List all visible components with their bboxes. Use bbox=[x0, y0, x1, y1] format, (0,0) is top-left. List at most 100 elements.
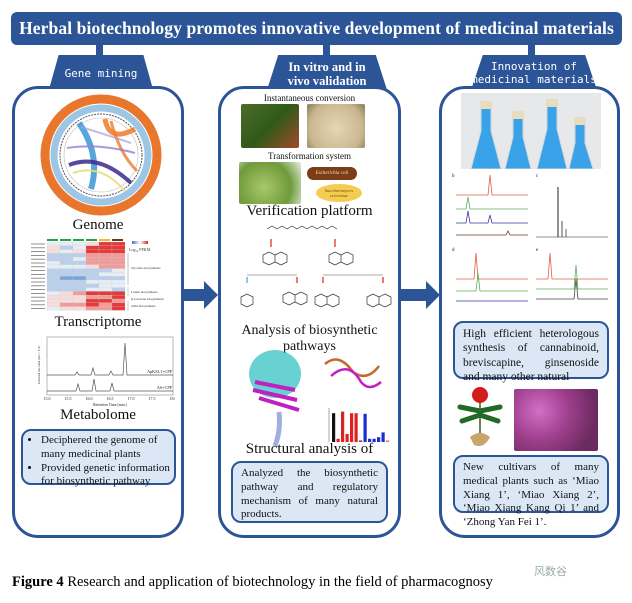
heatmap-cell bbox=[72, 257, 87, 262]
heatmap-cell bbox=[59, 268, 74, 273]
heatmap-cell bbox=[59, 257, 74, 262]
activity-bar bbox=[341, 411, 345, 442]
heatmap-cell bbox=[111, 279, 126, 284]
tab-label: Innovation of bbox=[490, 60, 578, 74]
heatmap-group-label: β-Carotene biosynthesis bbox=[131, 297, 164, 301]
trace-label: ApKSL1+CPP bbox=[147, 369, 173, 374]
heatmap-cell bbox=[72, 249, 87, 254]
biosynthetic-pathway-diagram bbox=[240, 225, 392, 308]
heatmap-cell bbox=[85, 253, 100, 258]
heatmap-cell bbox=[72, 260, 87, 265]
panel-innovation: b c d e High efficient heterologous synt… bbox=[439, 86, 620, 538]
heatmap-cell bbox=[98, 253, 113, 258]
heatmap-cell bbox=[59, 253, 74, 258]
synteny-link bbox=[72, 169, 126, 192]
x-ticks: 15.015.516.016.517.017.518.0 bbox=[44, 396, 176, 401]
heatmap-cell bbox=[59, 295, 74, 300]
activity-bar bbox=[345, 434, 349, 442]
heatmap-group-header bbox=[99, 239, 110, 241]
heatmap-cell bbox=[59, 287, 74, 292]
heatmap-cell bbox=[98, 302, 113, 307]
heatmap-cell bbox=[98, 276, 113, 281]
trace-green bbox=[456, 272, 528, 292]
x-tick-label: 18.0 bbox=[170, 396, 176, 401]
heatmap-cell bbox=[46, 264, 61, 269]
activity-bar bbox=[363, 413, 367, 442]
product-structure bbox=[366, 293, 392, 308]
activity-bar bbox=[377, 437, 381, 442]
heatmap-cell bbox=[72, 283, 87, 288]
heatmap-cell bbox=[85, 241, 100, 246]
trace-green bbox=[456, 196, 528, 210]
heatmap-cell bbox=[46, 272, 61, 277]
heatmap-cell bbox=[111, 295, 126, 300]
heatmap-cell bbox=[85, 287, 100, 292]
activity-bar bbox=[336, 438, 340, 442]
heatmap-cell bbox=[111, 264, 126, 269]
heatmap-cell bbox=[98, 264, 113, 269]
heatmap-cell bbox=[72, 298, 87, 303]
synteny-link bbox=[80, 126, 132, 144]
trace-blue bbox=[456, 210, 528, 224]
bullet-item: Provided genetic information for biosynt… bbox=[41, 462, 170, 490]
plant-leaf-photo bbox=[241, 104, 299, 148]
activity-bar bbox=[372, 438, 376, 442]
heatmap-cell bbox=[85, 268, 100, 273]
heatmap-cells bbox=[31, 239, 126, 311]
heatmap-cell bbox=[72, 268, 87, 273]
chart-frame bbox=[46, 336, 174, 396]
heatmap-cell bbox=[59, 260, 74, 265]
caption-text: Research and application of biotechnolog… bbox=[63, 574, 493, 590]
activity-bar bbox=[359, 440, 363, 442]
x-tick-label: 15.5 bbox=[65, 396, 72, 401]
sublabel-transformation-system: Transformation system bbox=[268, 151, 351, 161]
heatmap-cell bbox=[72, 306, 87, 311]
gc-ring bbox=[59, 113, 143, 197]
heatmap-cell bbox=[85, 260, 100, 265]
heatmap-cell bbox=[98, 287, 113, 292]
heatmap-cell bbox=[59, 249, 74, 254]
x-axis-label: Retention Time (min.) bbox=[93, 403, 128, 407]
summary-note-validation: Analyzed the biosynthetic pathway and re… bbox=[231, 461, 388, 523]
panel-gene-mining: Genome Log₁₀ FPKM Tyrosine biosynthesis … bbox=[12, 86, 184, 538]
protein-helix-domain bbox=[249, 350, 301, 398]
heatmap-cell bbox=[46, 268, 61, 273]
tab-label: Gene mining bbox=[64, 66, 138, 80]
heatmap-legend-label: Log₁₀ FPKM bbox=[129, 247, 151, 252]
culture-dish-photo bbox=[307, 104, 365, 148]
heatmap-cell bbox=[59, 291, 74, 296]
heatmap-cell bbox=[59, 279, 74, 284]
heatmap-cell bbox=[46, 260, 61, 265]
heatmap-cell bbox=[98, 298, 113, 303]
heatmap-cell bbox=[85, 283, 100, 288]
heatmap-cell bbox=[98, 245, 113, 250]
heatmap-cell bbox=[111, 276, 126, 281]
ginseng-plant-image bbox=[457, 387, 503, 446]
flower-photo bbox=[514, 389, 598, 451]
heatmap-cell bbox=[111, 245, 126, 250]
yeast-label: cerevisiae bbox=[329, 193, 349, 198]
figure-number: Figure 4 bbox=[12, 574, 64, 590]
heatmap-cell bbox=[72, 302, 87, 307]
heatmap-cell bbox=[111, 287, 126, 292]
heatmap-group-header bbox=[73, 239, 84, 241]
heatmap-cell bbox=[46, 249, 61, 254]
heatmap-cell bbox=[111, 241, 126, 246]
heatmap-group-label: ABA biosynthesis bbox=[131, 304, 156, 308]
heatmap-cell bbox=[46, 283, 61, 288]
activity-bar bbox=[350, 413, 354, 442]
heatmap-cell bbox=[59, 264, 74, 269]
heatmap-cell bbox=[72, 241, 87, 246]
activity-bar bbox=[368, 438, 372, 442]
cpp-structure bbox=[328, 251, 354, 266]
heatmap-cell bbox=[111, 253, 126, 258]
y-axis-label: Extracted ion count (m/z = 272) bbox=[37, 346, 41, 384]
synteny-link bbox=[68, 159, 133, 185]
transcriptome-heatmap: Log₁₀ FPKM Tyrosine biosynthesis Lutein … bbox=[31, 239, 164, 311]
arrow-right-icon bbox=[400, 281, 440, 309]
heatmap-cell bbox=[111, 257, 126, 262]
heatmap-cell bbox=[59, 302, 74, 307]
heatmap-cell bbox=[98, 295, 113, 300]
heatmap-cell bbox=[85, 245, 100, 250]
section-label-biosynthetic-pathways: Analysis of biosynthetic pathways bbox=[241, 323, 378, 354]
